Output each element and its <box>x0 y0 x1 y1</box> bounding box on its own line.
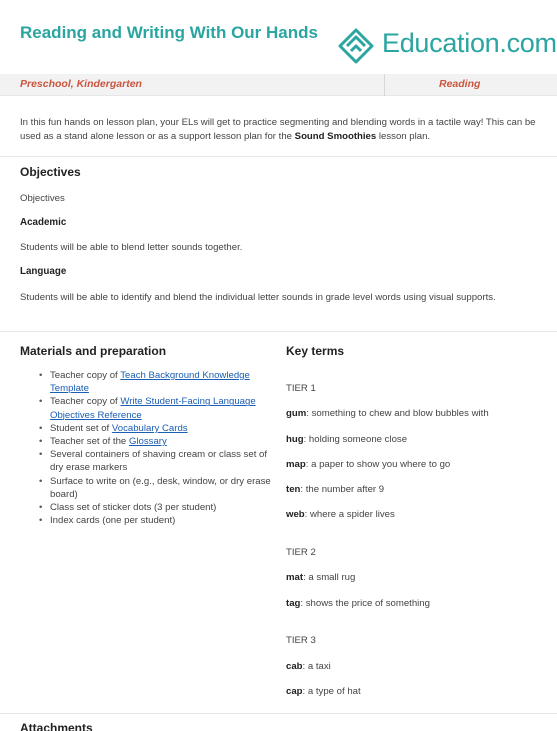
key-terms-heading: Key terms <box>286 344 345 358</box>
list-item: Surface to write on (e.g., desk, window,… <box>36 475 276 501</box>
list-item: Class set of sticker dots (3 per student… <box>36 501 276 514</box>
divider <box>0 713 557 714</box>
list-item: Teacher set of the Glossary <box>36 435 276 448</box>
key-term: map: a paper to show you where to go <box>286 459 451 470</box>
subject: Reading <box>439 78 481 90</box>
divider <box>0 156 557 157</box>
page-title: Reading and Writing With Our Hands <box>20 23 318 42</box>
academic-heading: Academic <box>20 217 67 228</box>
page-header: Reading and Writing With Our Hands Educa… <box>0 0 557 96</box>
tier-1-label: TIER 1 <box>286 383 316 394</box>
key-term: mat: a small rug <box>286 572 356 583</box>
academic-objective: Students will be able to blend letter so… <box>20 242 243 253</box>
list-item: Teacher copy of Write Student-Facing Lan… <box>36 395 276 421</box>
language-objective: Students will be able to identify and bl… <box>20 292 496 303</box>
key-term: gum: something to chew and blow bubbles … <box>286 408 489 419</box>
divider <box>0 331 557 332</box>
tier-3-label: TIER 3 <box>286 635 316 646</box>
logo-mark-icon <box>338 28 374 64</box>
attachments-heading: Attachments <box>20 721 93 731</box>
meta-divider <box>384 74 385 96</box>
education-com-logo[interactable]: Education.com <box>336 24 557 68</box>
materials-heading: Materials and preparation <box>20 344 167 358</box>
vocabulary-cards-link[interactable]: Vocabulary Cards <box>111 422 188 434</box>
language-heading: Language <box>20 266 67 277</box>
key-term: tag: shows the price of something <box>286 598 430 609</box>
key-term: cab: a taxi <box>286 661 331 672</box>
teach-background-template-link[interactable]: Teach Background Knowledge Template <box>50 370 250 395</box>
objectives-subheading: Objectives <box>20 193 65 204</box>
intro-bold-lesson: Sound Smoothies <box>294 130 377 142</box>
list-item: Several containers of shaving cream or c… <box>36 448 276 474</box>
meta-bar: Preschool, Kindergarten Reading <box>0 74 557 96</box>
glossary-link[interactable]: Glossary <box>128 436 167 448</box>
grade-levels: Preschool, Kindergarten <box>20 78 142 90</box>
tier-2-label: TIER 2 <box>286 547 316 558</box>
list-item: Teacher copy of Teach Background Knowled… <box>36 369 276 395</box>
list-item: Index cards (one per student) <box>36 514 276 527</box>
key-term: web: where a spider lives <box>286 509 395 520</box>
logo-text: Education.com <box>382 28 557 58</box>
key-term: hug: holding someone close <box>286 434 408 445</box>
objectives-heading: Objectives <box>20 165 81 179</box>
list-item: Student set of Vocabulary Cards <box>36 422 276 435</box>
key-term: ten: the number after 9 <box>286 484 385 495</box>
student-facing-objectives-link[interactable]: Write Student-Facing Language Objectives… <box>50 396 256 421</box>
materials-list: Teacher copy of Teach Background Knowled… <box>36 369 276 528</box>
intro-paragraph: In this fun hands on lesson plan, your E… <box>20 117 536 142</box>
key-term: cap: a type of hat <box>286 686 361 697</box>
